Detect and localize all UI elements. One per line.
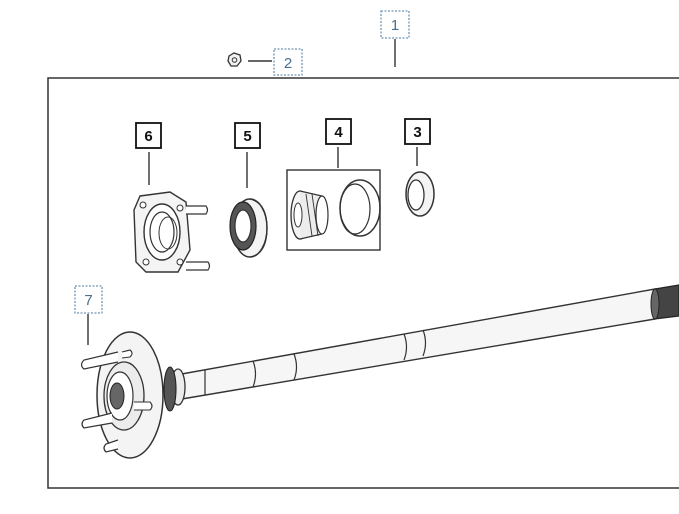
axle-shaft-icon — [80, 284, 679, 459]
callout-4-label: 4 — [334, 124, 343, 141]
callout-7[interactable]: 7 — [74, 285, 103, 314]
callout-3-label: 3 — [413, 124, 421, 141]
bearing-cup-cone-icon — [290, 179, 381, 240]
bearing-retainer-plate-icon — [133, 191, 211, 273]
assembly-frame — [47, 77, 679, 489]
wheel-seal-icon — [229, 198, 268, 258]
callout-3[interactable]: 3 — [404, 118, 431, 145]
callout-1[interactable]: 1 — [380, 10, 410, 39]
callout-6[interactable]: 6 — [135, 122, 162, 149]
callout-7-label: 7 — [84, 292, 92, 309]
callout-6-label: 6 — [144, 128, 152, 145]
callout-1-label: 1 — [391, 17, 399, 34]
callout-4[interactable]: 4 — [325, 118, 352, 145]
callout-5-label: 5 — [243, 128, 251, 145]
callout-5[interactable]: 5 — [234, 122, 261, 149]
callout-2[interactable]: 2 — [273, 48, 303, 76]
seal-ring-icon — [405, 171, 435, 217]
callout-2-label: 2 — [284, 55, 292, 72]
nut-icon — [227, 52, 242, 67]
